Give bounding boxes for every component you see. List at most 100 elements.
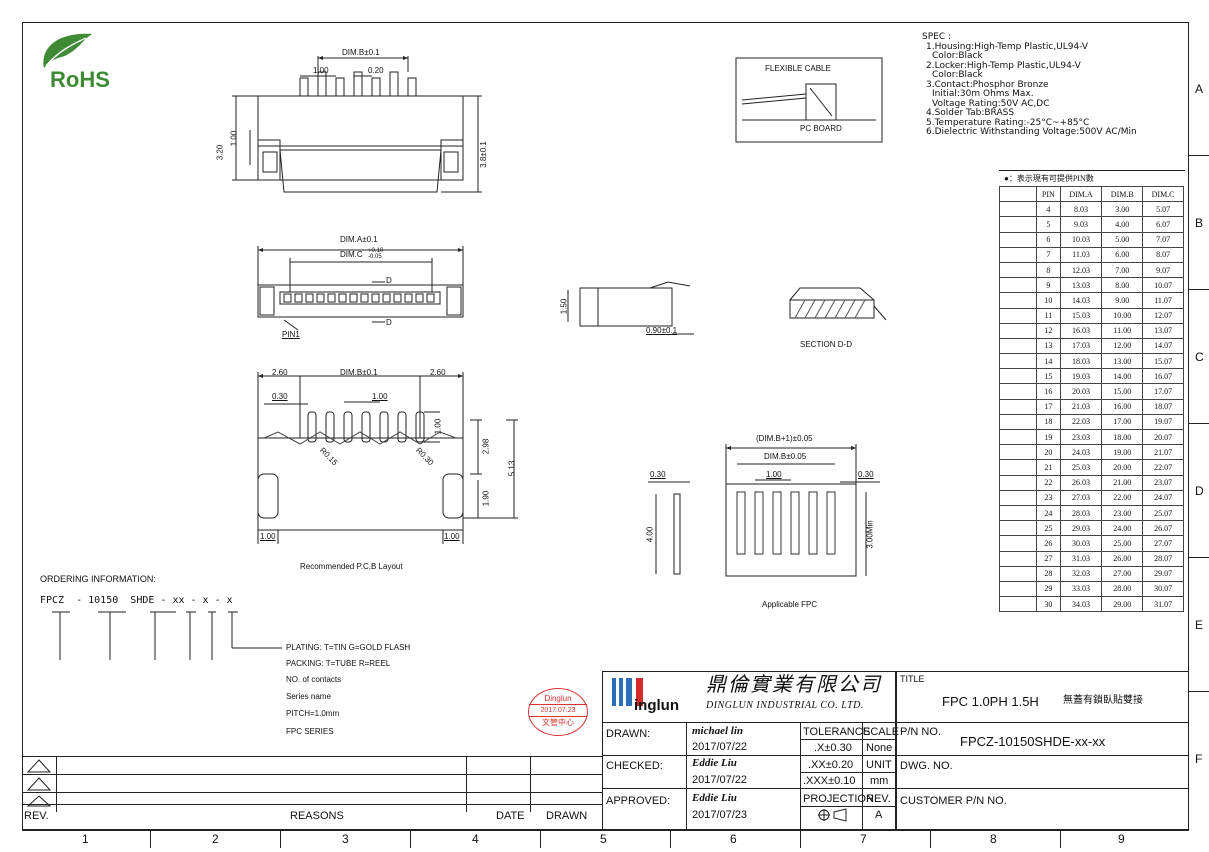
approved-date: 2017/07/23: [692, 809, 748, 821]
table-spacer-cell: [999, 550, 1037, 567]
table-cell: 16.00: [1101, 398, 1144, 415]
stamp-line: 文管中心: [542, 718, 574, 727]
dim-label: 3.20: [215, 144, 225, 161]
ordering-item: PITCH=1.0mm: [286, 709, 340, 718]
approval-stamp: Dinglun 2017.07.23 文管中心: [528, 688, 588, 736]
table-cell: 24.00: [1101, 520, 1144, 537]
sig-col-rule: [862, 723, 863, 830]
title-label: TITLE: [900, 674, 925, 684]
table-cell: 22.07: [1142, 459, 1184, 476]
table-spacer-cell: [999, 383, 1037, 400]
dim-label: 1.00: [313, 66, 329, 75]
drawn-label: DRAWN:: [606, 728, 651, 740]
table-cell: 4: [1036, 201, 1061, 218]
dim-label: 0.30: [272, 392, 288, 401]
table-cell: 27.07: [1142, 535, 1184, 552]
table-cell: 30.07: [1142, 580, 1184, 598]
dim-label: 0.30: [650, 470, 666, 479]
logo-bar: [636, 678, 643, 706]
column-zone-bar: [22, 830, 1189, 831]
table-cell: 22: [1036, 474, 1061, 491]
table-cell: 33.03: [1059, 580, 1103, 598]
table-cell: 5.07: [1142, 201, 1184, 218]
spec-line: Color:Black: [932, 51, 983, 61]
table-cell: 18.00: [1101, 428, 1144, 446]
table-cell: 8.07: [1142, 246, 1184, 263]
table-cell: 29.07: [1142, 565, 1184, 582]
rev-value: A: [875, 809, 883, 821]
table-cell: 18: [1036, 413, 1061, 431]
table-cell: 10.07: [1142, 277, 1184, 294]
column-zone-label: 4: [472, 832, 479, 846]
title-value: FPC 1.0PH 1.5H: [942, 694, 1039, 709]
table-spacer-cell: [999, 520, 1037, 537]
table-cell: 26.07: [1142, 520, 1184, 537]
front-contacts: [283, 293, 435, 303]
table-cell: 3.00: [1101, 201, 1144, 218]
table-cell: 17: [1036, 398, 1061, 415]
row-zone-label: E: [1195, 618, 1204, 632]
pcb-layout-outline: [257, 437, 464, 531]
spec-line: 1.Housing:High-Temp Plastic,UL94-V: [926, 42, 1089, 52]
dim-label: 1.00: [229, 130, 239, 147]
connector-body: [279, 149, 442, 193]
dim-label: 1.00: [766, 470, 782, 479]
ordering-code: FPCZ - 10150 SHDE - xx - x - x: [40, 595, 233, 606]
reasons-header: REASONS: [290, 810, 344, 822]
column-zone-divider: [410, 830, 411, 848]
table-cell: 16: [1036, 383, 1061, 400]
ordering-item: PACKING: T=TUBE R=REEL: [286, 659, 391, 668]
dim-label: 0.20: [368, 66, 384, 75]
table-header: DIM.C: [1142, 185, 1184, 203]
table-cell: 8: [1036, 261, 1061, 279]
ordering-title: ORDERING INFORMATION:: [40, 574, 156, 584]
table-cell: 24: [1036, 504, 1061, 522]
pin-table-top-rule: [999, 170, 1185, 171]
table-cell: 24.03: [1059, 444, 1103, 461]
row-zone-divider: [1189, 423, 1209, 424]
table-header: DIM.A: [1059, 185, 1103, 203]
table-cell: 8.00: [1101, 277, 1144, 294]
dim-label: 4.00: [645, 526, 655, 543]
table-cell: 26: [1036, 535, 1061, 552]
table-cell: 10.00: [1101, 307, 1144, 324]
signature-block: [602, 723, 896, 830]
stamp-line: Dinglun: [544, 694, 572, 703]
table-cell: 31.03: [1059, 550, 1103, 567]
stamp-line: 2017.07.23: [529, 704, 587, 717]
table-cell: 28.07: [1142, 550, 1184, 567]
section-label: SECTION D-D: [800, 340, 852, 349]
table-cell: 6: [1036, 231, 1061, 248]
table-cell: 25.07: [1142, 504, 1184, 522]
column-zone-divider: [930, 830, 931, 848]
table-spacer-cell: [999, 353, 1037, 370]
sig-sub-rule: [800, 806, 896, 807]
connector-solder-tab: [443, 151, 459, 173]
spec-line: 6.Dielectric Withstanding Voltage:500V A…: [926, 127, 1137, 137]
table-spacer-cell: [999, 201, 1037, 218]
ordering-item: Series name: [286, 692, 331, 701]
rev-rule: [22, 792, 602, 793]
ordering-leader-lines: [52, 611, 282, 660]
tolerance-value: .XXX±0.10: [803, 775, 856, 787]
spec-line: 2.Locker:High-Temp Plastic,UL94-V: [926, 61, 1081, 71]
customer-pn-label: CUSTOMER P/N NO.: [900, 795, 1007, 807]
spec-line: Initial:30m Ohms Max.: [932, 89, 1034, 99]
logo-bar: [619, 678, 623, 706]
connector-housing-top: [257, 95, 464, 147]
table-header: PIN: [1036, 185, 1061, 203]
pn-rule: [896, 788, 1189, 789]
table-cell: 19.07: [1142, 413, 1184, 431]
pn-rule: [896, 755, 1189, 756]
table-cell: 4.00: [1101, 216, 1144, 233]
spec-line: 4.Solder Tab:BRASS: [926, 108, 1015, 118]
pin-table-note: ●：表示現有可提供PIN數: [1004, 174, 1094, 183]
column-zone-label: 6: [730, 832, 737, 846]
